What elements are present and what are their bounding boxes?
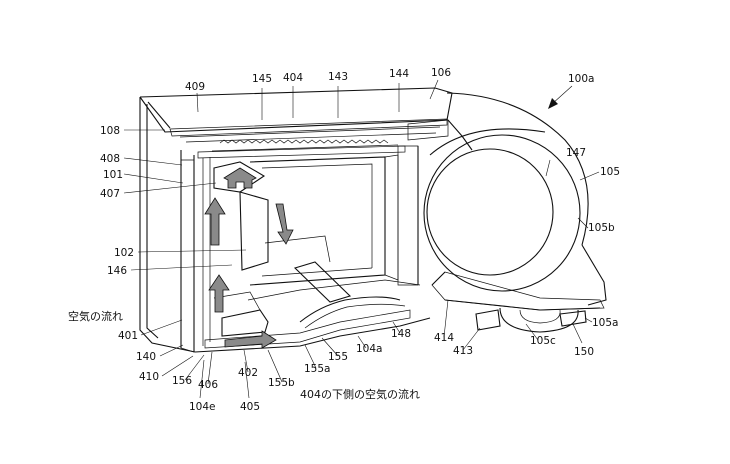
ref-label-402: 402: [238, 367, 258, 379]
ref-label-147: 147: [566, 147, 586, 159]
ref-label-105c: 105c: [530, 335, 556, 347]
ref-label-148: 148: [391, 328, 411, 340]
airflow-arrow-up-lower: [208, 274, 230, 313]
ref-label-150: 150: [574, 346, 594, 358]
ref-label-104e: 104e: [189, 401, 216, 413]
annotation-airflow: 空気の流れ: [68, 309, 123, 323]
ref-label-105: 105: [600, 166, 620, 178]
ref-label-414: 414: [434, 332, 454, 344]
arrow-100a: [548, 98, 558, 109]
ref-label-408: 408: [100, 153, 120, 165]
ref-label-100a: 100a: [568, 73, 594, 85]
ref-label-104a: 104a: [356, 343, 382, 355]
ref-label-106: 106: [431, 67, 451, 79]
annotation-airflow-below-404: 404の下側の空気の流れ: [300, 387, 420, 401]
ref-label-413: 413: [453, 345, 473, 357]
ref-label-155b: 155b: [268, 377, 295, 389]
housing-drawing: [139, 87, 607, 353]
ref-label-145: 145: [252, 73, 272, 85]
airflow-arrow-bottom: [224, 330, 277, 349]
ref-label-409: 409: [185, 81, 205, 93]
ref-label-143: 143: [328, 71, 348, 83]
ref-label-155a: 155a: [304, 363, 330, 375]
ref-label-406: 406: [198, 379, 218, 391]
ref-label-146: 146: [107, 265, 127, 277]
airflow-arrow-down-inner: [275, 203, 294, 245]
airflow-arrows: [204, 85, 573, 349]
leader-lines: [123, 79, 600, 399]
ref-label-105b: 105b: [588, 222, 615, 234]
ref-label-105a: 105a: [592, 317, 618, 329]
ref-label-407: 407: [100, 188, 120, 200]
ref-label-140: 140: [136, 351, 156, 363]
ref-label-156: 156: [172, 375, 192, 387]
ref-label-155: 155: [328, 351, 348, 363]
ref-label-101: 101: [103, 169, 123, 181]
ref-label-401: 401: [118, 330, 138, 342]
ref-label-410: 410: [139, 371, 159, 383]
ref-label-108: 108: [100, 125, 120, 137]
ref-label-144: 144: [389, 68, 409, 80]
ref-label-102: 102: [114, 247, 134, 259]
airflow-arrow-up-upper: [204, 197, 226, 246]
airflow-arrow-bend: [223, 167, 257, 189]
reference-labels: 100a 409 145 404 143 144 106 108 408 101…: [68, 67, 620, 413]
ref-label-405: 405: [240, 401, 260, 413]
ref-label-404-top: 404: [283, 72, 303, 84]
